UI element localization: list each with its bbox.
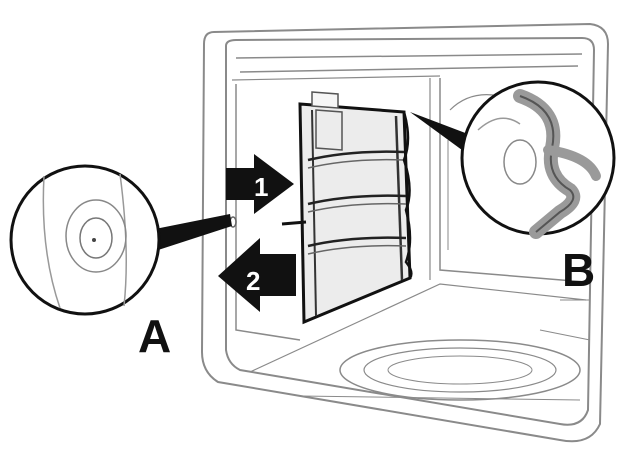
oven-cavity (200, 22, 610, 443)
oven-back-wall (439, 78, 587, 283)
detail-b-label: B (562, 244, 595, 296)
shelf-rung (307, 236, 407, 248)
detail-a-label: A (138, 310, 171, 362)
shelf-guide (281, 91, 413, 325)
step-1-label: 1 (254, 172, 268, 202)
shelf-rung (307, 194, 407, 206)
oven-floor (249, 283, 587, 373)
shelf-rung (307, 150, 405, 162)
oven-left-wall (235, 84, 301, 341)
arrow-right-icon: 1 (226, 154, 294, 214)
oven-inner-frame (225, 36, 596, 426)
detail-callout-b (410, 80, 616, 239)
arrow-left-icon: 2 (218, 238, 296, 312)
oven-floor-element (339, 339, 581, 401)
detail-callout-a (9, 164, 232, 316)
step-2-label: 2 (246, 266, 260, 296)
oven-outer-frame (200, 22, 610, 443)
